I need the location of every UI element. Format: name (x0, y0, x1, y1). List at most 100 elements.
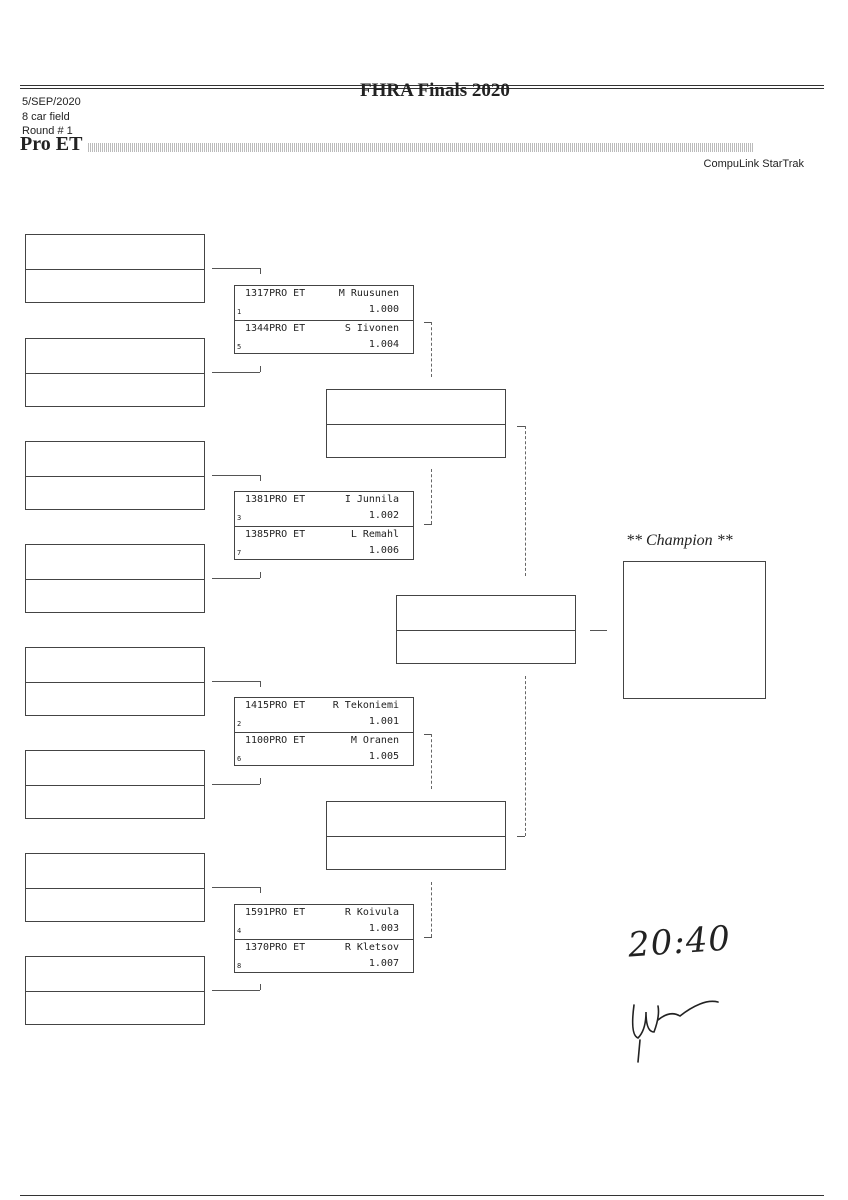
entry-box-7 (25, 853, 205, 922)
entry-connector-tick (260, 268, 261, 274)
match-connector-dashed (431, 469, 432, 524)
dial-in: 1.001 (368, 716, 399, 727)
match-slot-top: 1317PRO ET M Ruusunen 1.000 1 (235, 286, 413, 320)
final-box-top-slot (397, 596, 575, 630)
driver-name: S Iivonen (344, 322, 399, 334)
seed-number: 4 (237, 927, 242, 935)
dial-in: 1.007 (368, 957, 399, 969)
entry-box-3 (25, 441, 205, 510)
entry-connector-tick (260, 681, 261, 687)
entry-box-4-bottom-slot (26, 578, 204, 614)
car-number: 1381PRO ET (245, 494, 306, 505)
entry-connector (212, 268, 260, 269)
handwritten-signature (631, 1000, 719, 1063)
entry-connector-tick (260, 778, 261, 784)
dial-in: 1.006 (368, 544, 399, 556)
driver-name: R Kletsov (344, 941, 399, 953)
entry-connector-tick (260, 366, 261, 372)
entry-box-1 (25, 234, 205, 303)
seed-number: 1 (237, 308, 242, 316)
entry-connector-tick (260, 887, 261, 893)
entry-box-4-top-slot (26, 545, 204, 579)
entry-box-5-top-slot (26, 648, 204, 682)
bottom-rule (20, 1195, 824, 1196)
driver-name: M Ruusunen (338, 288, 399, 299)
semifinal-box-2 (326, 801, 506, 870)
seed-number: 7 (237, 548, 242, 557)
entry-connector (212, 475, 260, 476)
page-title: FHRA Finals 2020 (360, 80, 510, 101)
car-number: 1385PRO ET (245, 528, 306, 540)
match-connector (424, 734, 432, 735)
car-number: 1344PRO ET (245, 322, 306, 334)
driver-name: M Oranen (350, 734, 399, 746)
entry-connector (212, 578, 260, 579)
entry-box-4 (25, 544, 205, 613)
champion-label: ** Champion ** (626, 532, 733, 549)
seed-number: 2 (237, 720, 242, 728)
entry-box-8-bottom-slot (26, 990, 204, 1026)
entry-box-5 (25, 647, 205, 716)
handwritten-time: 20:40 (626, 918, 733, 966)
semifinal-box-1-bottom-slot (327, 423, 505, 459)
match-connector (424, 322, 432, 323)
semifinal-box-2-bottom-slot (327, 835, 505, 871)
match-connector-dashed (431, 734, 432, 789)
entry-box-1-bottom-slot (26, 268, 204, 304)
brand-label: CompuLink StarTrak (703, 158, 804, 170)
event-date: 5/SEP/2020 (22, 96, 81, 108)
dial-in: 1.002 (368, 510, 399, 521)
entry-connector (212, 990, 260, 991)
car-number: 1317PRO ET (245, 288, 306, 299)
top-rule-2 (20, 88, 824, 89)
entry-connector (212, 681, 260, 682)
match-connector-dashed (431, 882, 432, 937)
match-connector (424, 937, 432, 938)
match-connector-dashed (431, 322, 432, 377)
seed-number: 3 (237, 514, 242, 522)
field-size: 8 car field (22, 111, 70, 123)
entry-connector-tick (260, 984, 261, 990)
entry-connector-tick (260, 475, 261, 481)
driver-name: R Tekoniemi (332, 700, 399, 711)
entry-connector (212, 372, 260, 373)
category-title: Pro ET (20, 133, 83, 155)
final-box-bottom-slot (397, 629, 575, 665)
entry-box-6-top-slot (26, 751, 204, 785)
category-fill-bar (88, 143, 753, 152)
semifinal-connector-dashed (525, 676, 526, 836)
semifinal-connector (517, 836, 525, 837)
semifinal-box-1 (326, 389, 506, 458)
entry-box-2 (25, 338, 205, 407)
car-number: 1370PRO ET (245, 941, 306, 953)
entry-box-7-top-slot (26, 854, 204, 888)
dial-in: 1.005 (368, 750, 399, 762)
seed-number: 5 (237, 342, 242, 351)
entry-box-1-top-slot (26, 235, 204, 269)
entry-connector (212, 887, 260, 888)
dial-in: 1.004 (368, 338, 399, 350)
car-number: 1415PRO ET (245, 700, 306, 711)
entry-box-2-top-slot (26, 339, 204, 373)
car-number: 1100PRO ET (245, 734, 306, 746)
final-box (396, 595, 576, 664)
entry-box-3-top-slot (26, 442, 204, 476)
entry-connector-tick (260, 572, 261, 578)
entry-connector (212, 784, 260, 785)
semifinal-box-2-top-slot (327, 802, 505, 836)
top-rule (20, 85, 824, 86)
driver-name: L Remahl (350, 528, 399, 540)
entry-box-5-bottom-slot (26, 681, 204, 717)
dial-in: 1.000 (368, 304, 399, 315)
champion-box (623, 561, 766, 699)
entry-box-8-top-slot (26, 957, 204, 991)
match-connector (424, 524, 432, 525)
